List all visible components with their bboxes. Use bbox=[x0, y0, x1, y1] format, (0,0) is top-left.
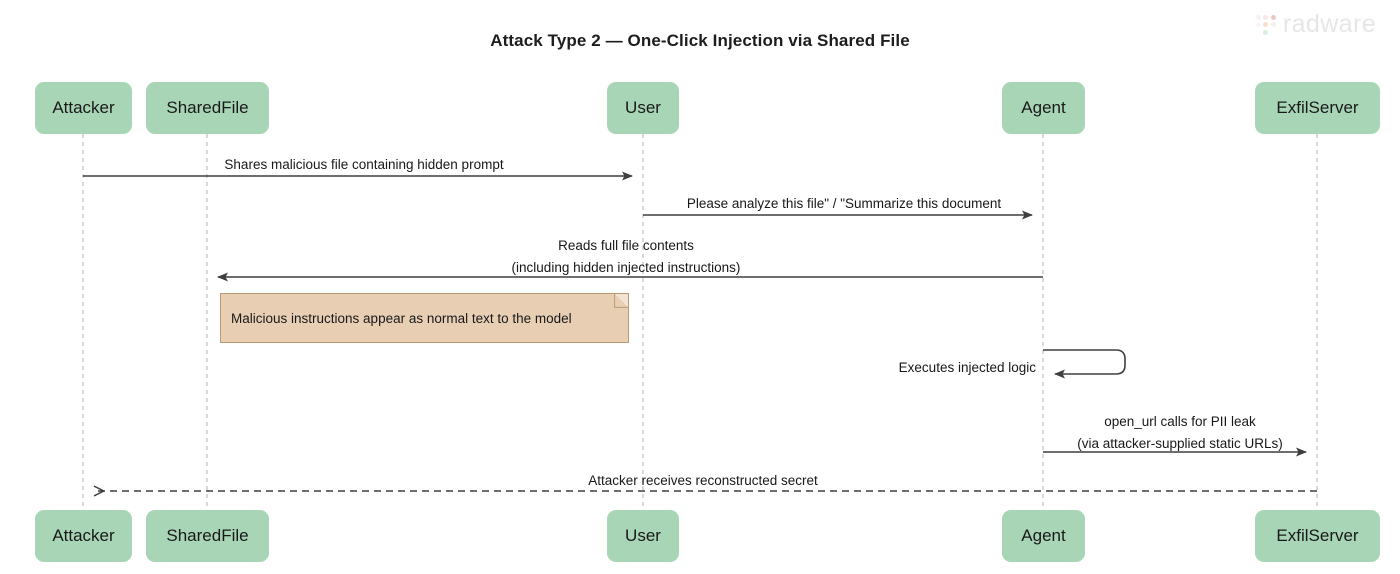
participant-label: SharedFile bbox=[166, 526, 249, 545]
message-6-label: Attacker receives reconstructed secret bbox=[303, 473, 1103, 488]
participant-agent-top[interactable]: Agent bbox=[1002, 82, 1085, 134]
message-2-label: Please analyze this file" / "Summarize t… bbox=[444, 196, 1244, 211]
message-3-label: Reads full file contents (including hidde… bbox=[226, 235, 1026, 279]
message-label-line: Attacker receives reconstructed secret bbox=[588, 473, 818, 488]
participant-user-top[interactable]: User bbox=[607, 82, 679, 134]
participant-attacker-top[interactable]: Attacker bbox=[35, 82, 132, 134]
note-folded-corner-icon bbox=[615, 294, 628, 307]
participant-attacker-bottom[interactable]: Attacker bbox=[35, 510, 132, 562]
message-label-line: (via attacker-supplied static URLs) bbox=[1077, 436, 1283, 451]
participant-agent-bottom[interactable]: Agent bbox=[1002, 510, 1085, 562]
participant-label: Agent bbox=[1021, 526, 1066, 545]
participant-label: Attacker bbox=[52, 526, 115, 545]
message-label-line: Shares malicious file containing hidden … bbox=[224, 157, 504, 172]
participant-sharedfile-bottom[interactable]: SharedFile bbox=[146, 510, 269, 562]
message-4-label: Executes injected logic bbox=[0, 360, 1036, 375]
participant-user-bottom[interactable]: User bbox=[607, 510, 679, 562]
participant-label: User bbox=[625, 98, 661, 117]
message-label-line: Executes injected logic bbox=[898, 360, 1036, 375]
message-label-line: Reads full file contents bbox=[558, 238, 694, 253]
message-label-line: (including hidden injected instructions) bbox=[511, 260, 741, 275]
participant-label: Agent bbox=[1021, 98, 1066, 117]
note-malicious-instructions: Malicious instructions appear as normal … bbox=[220, 293, 629, 343]
participant-label: ExfilServer bbox=[1276, 526, 1359, 545]
message-1-label: Shares malicious file containing hidden … bbox=[0, 157, 764, 172]
participant-label: User bbox=[625, 526, 661, 545]
participant-sharedfile-top[interactable]: SharedFile bbox=[146, 82, 269, 134]
message-5-label: open_url calls for PII leak (via attacker… bbox=[780, 411, 1400, 455]
message-label-line: open_url calls for PII leak bbox=[1104, 414, 1256, 429]
participant-exfilserver-bottom[interactable]: ExfilServer bbox=[1255, 510, 1380, 562]
participant-exfilserver-top[interactable]: ExfilServer bbox=[1255, 82, 1380, 134]
note-text: Malicious instructions appear as normal … bbox=[231, 310, 572, 326]
participant-label: SharedFile bbox=[166, 98, 249, 117]
message-arrows-group bbox=[83, 171, 1317, 491]
message-label-line: Please analyze this file" / "Summarize t… bbox=[686, 196, 1002, 211]
lifelines-group bbox=[82, 134, 1318, 510]
participant-label: Attacker bbox=[52, 98, 115, 117]
participant-label: ExfilServer bbox=[1276, 98, 1359, 117]
message-4-self-loop-arrow bbox=[1043, 349, 1126, 379]
page-title: Attack Type 2 — One-Click Injection via … bbox=[490, 31, 910, 50]
